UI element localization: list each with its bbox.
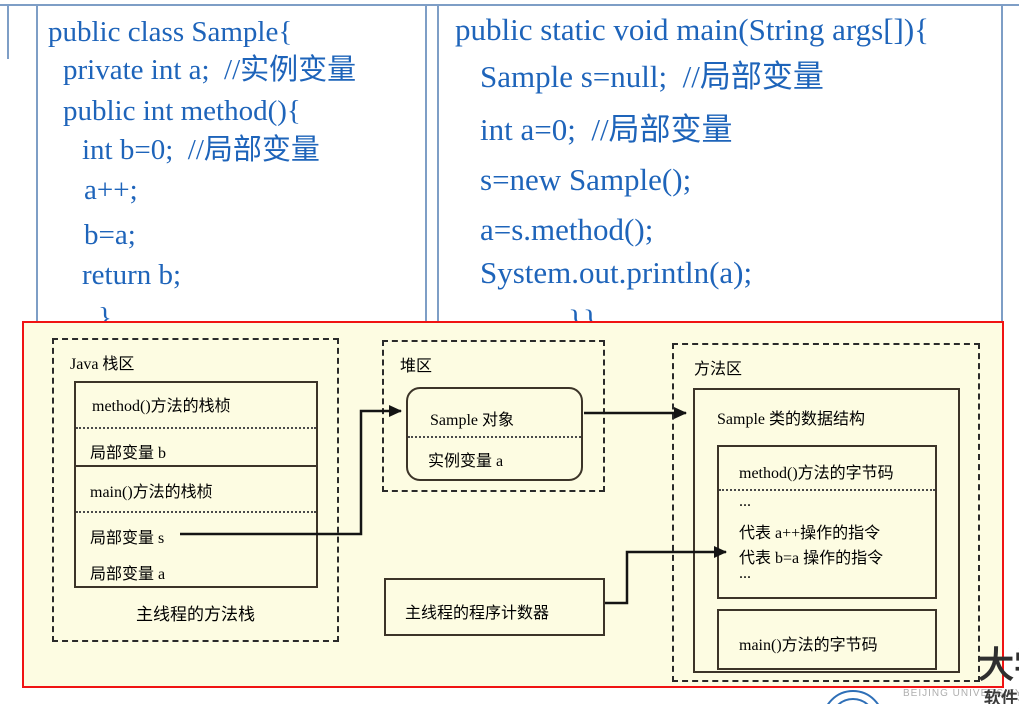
java-stack-area-title: Java 栈区 (70, 356, 135, 373)
heap-instance-var: 实例变量 a (428, 453, 504, 470)
stack-row-local-b: 局部变量 b (90, 445, 167, 462)
main-bytecode-box: main()方法的字节码 (717, 609, 937, 670)
stack-frames-box: method()方法的栈桢 局部变量 b main()方法的栈桢 局部变量 s … (74, 381, 318, 588)
top-rule-line (0, 4, 1019, 6)
stack-row-local-s: 局部变量 s (90, 530, 165, 547)
program-counter-label: 主线程的程序计数器 (405, 605, 550, 622)
method-area (672, 343, 980, 682)
right-code-panel-right-border (1001, 5, 1003, 322)
logo-school-text: 软件学院 (984, 689, 1019, 704)
bytecode-instr-b: 代表 b=a 操作的指令 (739, 550, 884, 567)
method-bytecode-title: method()方法的字节码 (739, 465, 894, 482)
right-code-panel-left-border (437, 5, 439, 322)
code-line: a=s.method(); (480, 212, 654, 247)
method-area-title: 方法区 (694, 361, 743, 378)
code-line: private int a; //实例变量 (63, 54, 357, 86)
logo-english-text: BEIJING UNIVERSITY (903, 688, 1019, 699)
bytecode-instr-a: 代表 a++操作的指令 (739, 525, 881, 542)
logo-university-text: 大学 (978, 645, 1019, 685)
code-line: int b=0; //局部变量 (82, 134, 320, 166)
left-code-panel-left-border (36, 5, 38, 322)
dotted-separator (76, 511, 316, 513)
sample-object-box: Sample 对象 实例变量 a (406, 387, 583, 481)
bytecode-ellipsis: ... (739, 493, 751, 510)
code-line: s=new Sample(); (480, 162, 692, 197)
dotted-separator (408, 436, 581, 438)
method-bytecode-box: method()方法的字节码 ... 代表 a++操作的指令 代表 b=a 操作… (717, 445, 937, 599)
left-code-panel-right-border (425, 5, 427, 322)
heap-sample-object: Sample 对象 (430, 412, 514, 429)
code-line: a++; (84, 174, 138, 206)
program-counter-box: 主线程的程序计数器 (384, 578, 605, 636)
stack-row-main-frame: main()方法的栈桢 (90, 484, 213, 501)
left-edge-line (7, 5, 9, 59)
heap-area-title: 堆区 (400, 358, 433, 375)
solid-separator (76, 465, 316, 467)
stack-row-local-a: 局部变量 a (90, 566, 166, 583)
class-structure-label: Sample 类的数据结构 (717, 411, 865, 428)
code-line: Sample s=null; //局部变量 (480, 59, 824, 94)
dotted-separator (76, 427, 316, 429)
code-line: b=a; (84, 219, 136, 251)
java-stack-caption: 主线程的方法栈 (136, 605, 255, 624)
code-line: public int method(){ (63, 95, 301, 127)
code-line: System.out.println(a); (480, 255, 753, 290)
dotted-separator (719, 489, 935, 491)
code-line: return b; (82, 259, 182, 291)
bytecode-ellipsis: ... (739, 565, 751, 582)
code-line: public static void main(String args[]){ (455, 12, 930, 47)
main-bytecode-title: main()方法的字节码 (739, 637, 878, 654)
code-line: public class Sample{ (48, 16, 293, 48)
code-line: int a=0; //局部变量 (480, 112, 733, 147)
class-structure-box: Sample 类的数据结构 method()方法的字节码 ... 代表 a++操… (693, 388, 960, 673)
stack-row-method-frame: method()方法的栈桢 (92, 398, 231, 415)
